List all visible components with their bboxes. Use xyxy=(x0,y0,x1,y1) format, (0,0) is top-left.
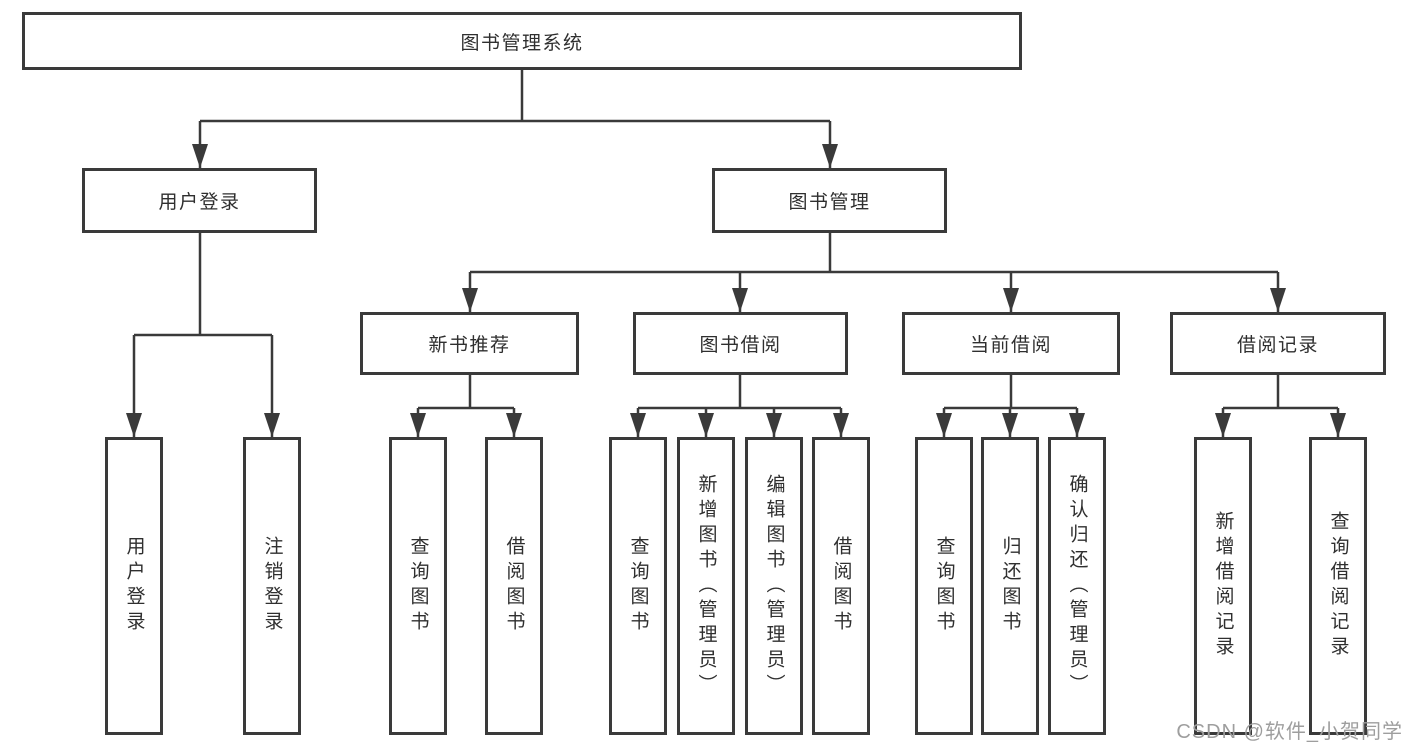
node-user-login: 用户登录 xyxy=(82,168,317,233)
leaf-borrow-edit-books-admin: 编辑图书（管理员） xyxy=(745,437,803,735)
leaf-newbook-borrow-books: 借阅图书 xyxy=(485,437,543,735)
leaf-current-confirm-return-admin: 确认归还（管理员） xyxy=(1048,437,1106,735)
node-label: 用户登录 xyxy=(123,536,145,636)
csdn-watermark: CSDN @软件_小贺同学 xyxy=(1176,721,1403,743)
node-label: 确认归还（管理员） xyxy=(1066,473,1088,699)
node-label: 查询图书 xyxy=(933,536,955,636)
node-borrow-records: 借阅记录 xyxy=(1170,312,1386,375)
leaf-logout: 注销登录 xyxy=(243,437,301,735)
leaf-borrow-query-books: 查询图书 xyxy=(609,437,667,735)
node-label: 查询图书 xyxy=(407,536,429,636)
leaf-current-return-books: 归还图书 xyxy=(981,437,1039,735)
node-label: 新增借阅记录 xyxy=(1212,511,1234,661)
node-label: 新增图书（管理员） xyxy=(695,473,717,699)
leaf-borrow-borrow-books: 借阅图书 xyxy=(812,437,870,735)
leaf-records-add-borrow-record: 新增借阅记录 xyxy=(1194,437,1252,735)
node-book-management: 图书管理 xyxy=(712,168,947,233)
node-label: 查询借阅记录 xyxy=(1327,511,1349,661)
leaf-current-query-books: 查询图书 xyxy=(915,437,973,735)
leaf-user-login: 用户登录 xyxy=(105,437,163,735)
node-label: 查询图书 xyxy=(627,536,649,636)
node-new-book-recommend: 新书推荐 xyxy=(360,312,579,375)
node-label: 当前借阅 xyxy=(969,335,1052,356)
node-label: 注销登录 xyxy=(261,536,283,636)
node-label: 图书管理 xyxy=(788,192,871,213)
node-book-borrow: 图书借阅 xyxy=(633,312,848,375)
node-label: 归还图书 xyxy=(999,536,1021,636)
node-label: 借阅图书 xyxy=(830,536,852,636)
node-label: 用户登录 xyxy=(158,192,241,213)
node-label: 借阅记录 xyxy=(1236,335,1319,356)
leaf-records-query-borrow-record: 查询借阅记录 xyxy=(1309,437,1367,735)
node-label: 新书推荐 xyxy=(428,335,511,356)
node-current-borrow: 当前借阅 xyxy=(902,312,1120,375)
node-label: 编辑图书（管理员） xyxy=(763,473,785,699)
node-system-root: 图书管理系统 xyxy=(22,12,1022,70)
leaf-newbook-query-books: 查询图书 xyxy=(389,437,447,735)
node-label: 图书管理系统 xyxy=(460,32,584,54)
leaf-borrow-add-books-admin: 新增图书（管理员） xyxy=(677,437,735,735)
node-label: 借阅图书 xyxy=(503,536,525,636)
node-label: 图书借阅 xyxy=(699,335,782,356)
